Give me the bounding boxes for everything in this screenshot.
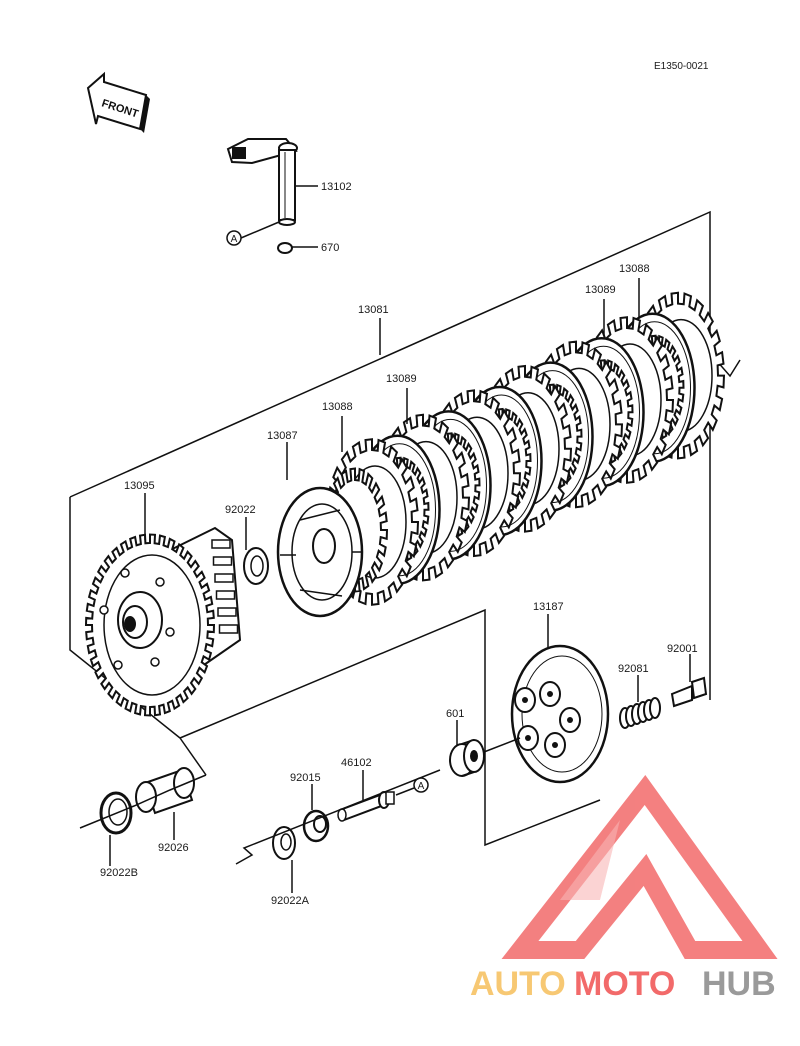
label-13102: 13102	[321, 181, 352, 193]
part-pressure-plate	[510, 644, 610, 784]
part-oring	[277, 242, 293, 254]
watermark-logo	[501, 774, 778, 959]
label-13088-mid: 13088	[322, 401, 353, 413]
label-13187: 13187	[533, 601, 564, 613]
watermark-hub: HUB	[702, 965, 776, 1003]
part-hub	[276, 486, 364, 618]
front-arrow-icon: FRONT	[86, 71, 150, 133]
part-bearing	[449, 739, 485, 777]
part-spring	[619, 697, 661, 729]
assembly-outline	[69, 210, 741, 847]
label-92001: 92001	[667, 643, 698, 655]
label-13089-top: 13089	[585, 284, 616, 296]
label-92081: 92081	[618, 663, 649, 675]
label-13081: 13081	[358, 304, 389, 316]
label-92015: 92015	[290, 772, 321, 784]
watermark-moto: MOTO	[574, 965, 675, 1003]
label-92026: 92026	[158, 842, 189, 854]
label-13088-top: 13088	[619, 263, 650, 275]
label-670: 670	[321, 242, 339, 254]
part-collar	[135, 767, 195, 815]
part-washer	[243, 547, 269, 585]
part-nut	[302, 809, 330, 843]
watermark-text: AUTO MOTO HUB	[470, 965, 776, 1003]
part-shaft	[226, 138, 298, 226]
label-13087: 13087	[267, 430, 298, 442]
label-92022B: 92022B	[100, 867, 138, 879]
reference-code: E1350-0021	[654, 61, 709, 72]
part-housing	[84, 526, 242, 717]
label-601: 601	[446, 708, 464, 720]
callout-a-label-2: A	[418, 781, 425, 792]
label-13089-mid: 13089	[386, 373, 417, 385]
part-pusher	[337, 791, 395, 822]
callout-a-label: A	[231, 234, 238, 245]
label-13095: 13095	[124, 480, 155, 492]
clutch-plate-stack	[321, 291, 726, 606]
label-92022A: 92022A	[271, 895, 310, 907]
watermark-triangle-icon	[501, 774, 778, 959]
label-46102: 46102	[341, 757, 372, 769]
watermark-auto: AUTO	[470, 965, 566, 1003]
part-bolt	[670, 676, 708, 708]
label-92022: 92022	[225, 504, 256, 516]
